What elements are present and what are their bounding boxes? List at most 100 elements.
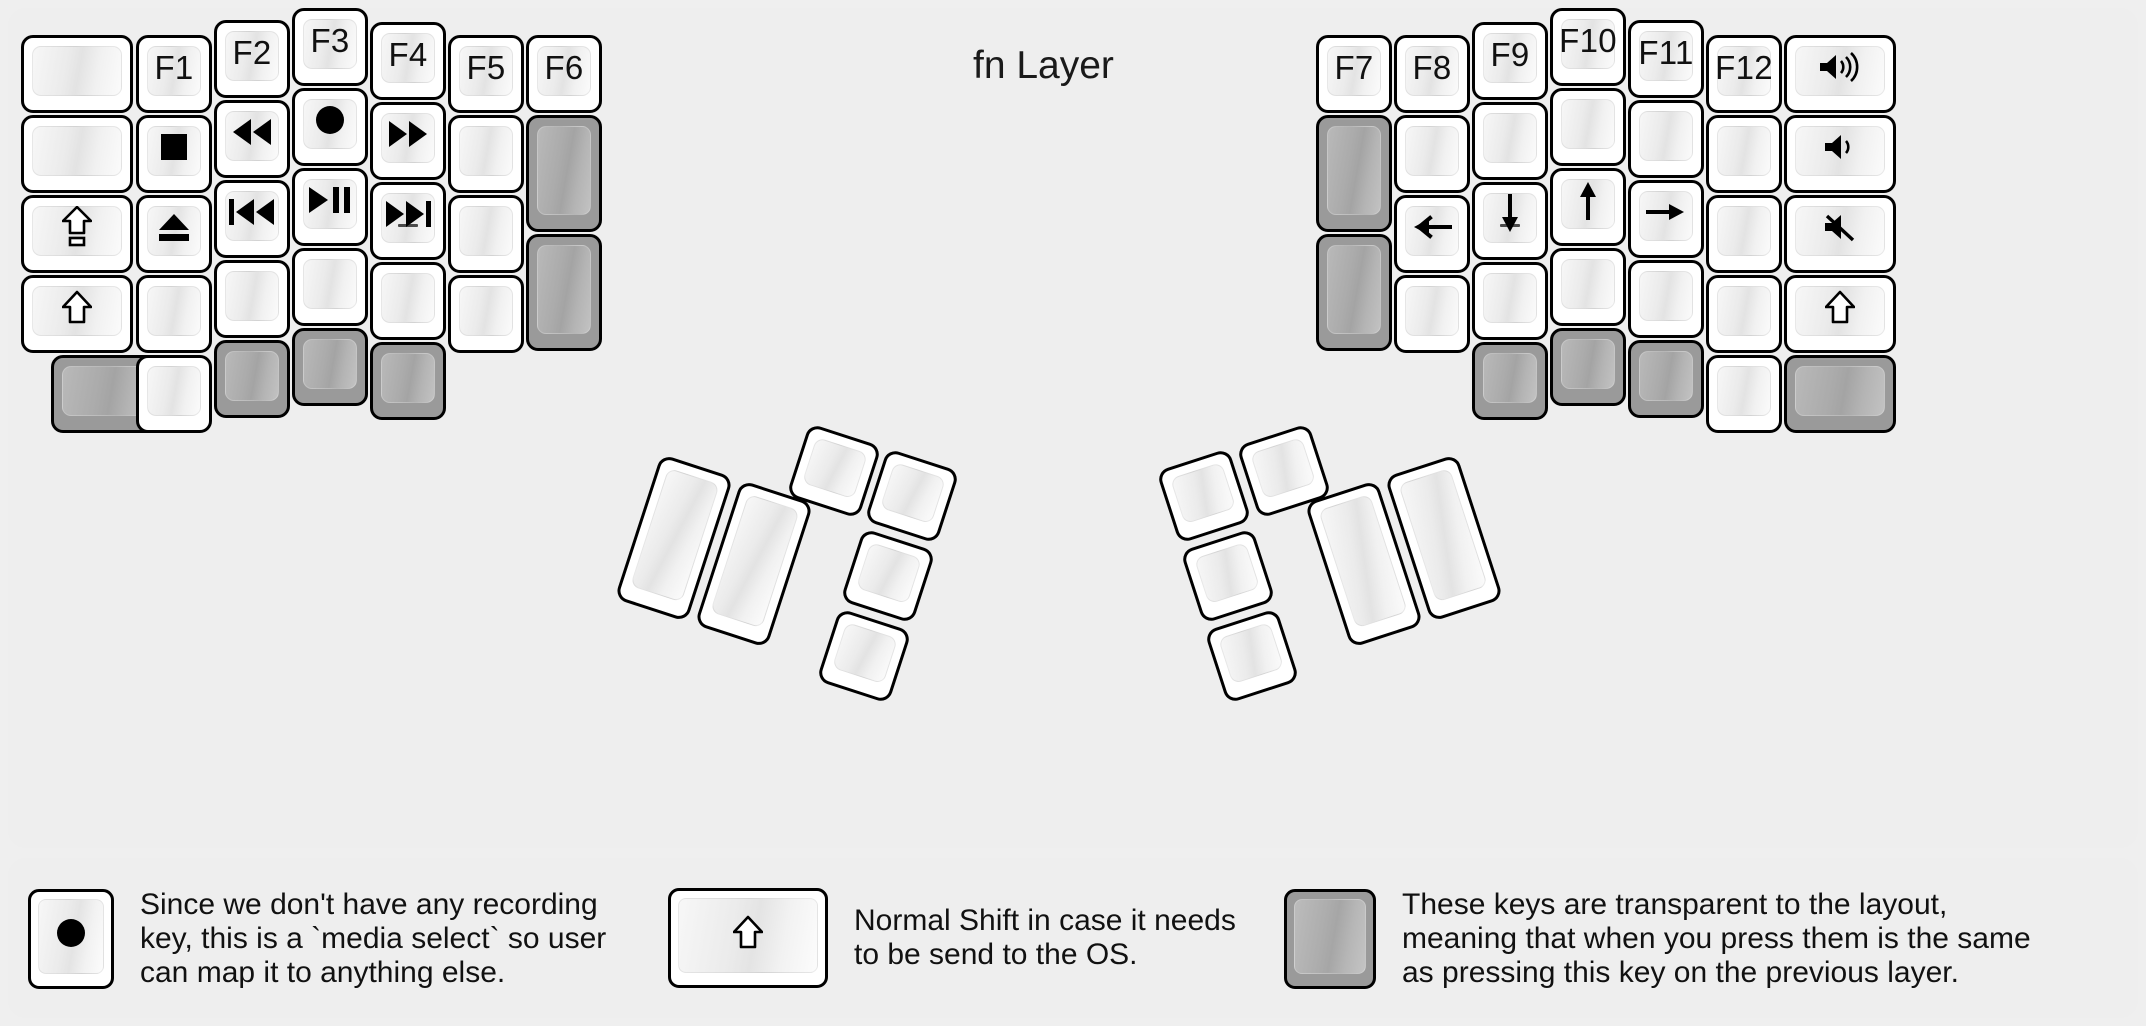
keycap-l1-r4[interactable]	[21, 275, 133, 353]
keycap-r4-r4[interactable]	[1550, 248, 1626, 326]
keycap-face	[1294, 899, 1366, 975]
keycap-r4-r5[interactable]	[1550, 328, 1626, 406]
keycap-l3-r1[interactable]: F2	[214, 20, 290, 98]
keycap-r6-r5[interactable]	[1706, 355, 1782, 433]
keycap-face	[303, 179, 357, 229]
keycap-r2-r1[interactable]: F8	[1394, 35, 1470, 113]
keycap-l5-r1[interactable]: F4	[370, 22, 446, 100]
keycap-face	[147, 206, 201, 256]
keycap-r5-r5[interactable]	[1628, 340, 1704, 418]
keycap-l6-r2[interactable]	[448, 115, 524, 193]
keycap-r5-r1[interactable]: F11	[1628, 20, 1704, 98]
keycap-underline-marker	[1500, 224, 1520, 227]
keycap-l4-r2[interactable]	[292, 88, 368, 166]
keycap-r6-r4[interactable]	[1706, 275, 1782, 353]
keycap-face	[225, 31, 279, 81]
keycap-face	[1639, 191, 1693, 241]
keycap-l2-r4[interactable]	[136, 275, 212, 353]
keycap-l1-r3[interactable]	[21, 195, 133, 273]
keycap-face	[1639, 111, 1693, 161]
keycap-r5-r3[interactable]	[1628, 180, 1704, 258]
keycap-r1-r2[interactable]	[1316, 115, 1392, 232]
keycap-l2-r5[interactable]	[136, 355, 212, 433]
keycap-r7-r2[interactable]	[1784, 115, 1896, 193]
keycap-l4-r5[interactable]	[292, 328, 368, 406]
keycap-l2-r2[interactable]	[136, 115, 212, 193]
keycap-l2-r1[interactable]: F1	[136, 35, 212, 113]
record-dot-icon	[31, 892, 111, 974]
keycap-l7-r1[interactable]: F6	[526, 35, 602, 113]
keycap-l3-r2[interactable]	[214, 100, 290, 178]
keycap-r3-r1[interactable]: F9	[1472, 22, 1548, 100]
legend-panel	[8, 858, 2138, 1018]
keycap-face	[855, 541, 923, 605]
legend-description: These keys are transparent to the layout…	[1402, 888, 2031, 990]
keycap-r5-r4[interactable]	[1628, 260, 1704, 338]
keycap-l2-r3[interactable]	[136, 195, 212, 273]
keycap-r4-r3[interactable]	[1550, 168, 1626, 246]
keycap-face	[1795, 286, 1885, 336]
keycap-l4-r1[interactable]: F3	[292, 8, 368, 86]
keycap-l3-r3[interactable]	[214, 180, 290, 258]
keycap-face	[1405, 286, 1459, 336]
keycap-r2-r4[interactable]	[1394, 275, 1470, 353]
keycap-face	[1795, 206, 1885, 256]
keycap-l1-r1[interactable]	[21, 35, 133, 113]
keycap-l7-r2[interactable]	[526, 115, 602, 232]
keycap-face	[303, 99, 357, 149]
keycap-r6-r3[interactable]	[1706, 195, 1782, 273]
keycap-r7-r1[interactable]	[1784, 35, 1896, 113]
keycap-r7-r4[interactable]	[1784, 275, 1896, 353]
keycap-l4-r4[interactable]	[292, 248, 368, 326]
keycap-face	[1169, 461, 1237, 525]
keycap-l3-r4[interactable]	[214, 260, 290, 338]
keycap-face	[1561, 339, 1615, 389]
keycap-l1-r2[interactable]	[21, 115, 133, 193]
keycap-face	[1327, 245, 1381, 334]
legend-description: Since we don't have any recording key, t…	[140, 888, 607, 990]
keycap-face	[1717, 286, 1771, 336]
keycap-r3-r3[interactable]	[1472, 182, 1548, 260]
keycap-face	[381, 193, 435, 243]
keycap-r2-r3[interactable]	[1394, 195, 1470, 273]
keycap-r3-r4[interactable]	[1472, 262, 1548, 340]
keycap-face	[1561, 99, 1615, 149]
keycap-l6-r3[interactable]	[448, 195, 524, 273]
keycap-face	[303, 19, 357, 69]
keycap-r2-r2[interactable]	[1394, 115, 1470, 193]
keycap-l5-r4[interactable]	[370, 262, 446, 340]
keycap-face	[1327, 46, 1381, 96]
keycap-r6-r2[interactable]	[1706, 115, 1782, 193]
keycap-face	[32, 286, 122, 336]
keycap-r3-r5[interactable]	[1472, 342, 1548, 420]
keycap-face	[303, 259, 357, 309]
keycap-r4-r1[interactable]: F10	[1550, 8, 1626, 86]
keycap-face	[1327, 126, 1381, 215]
shift-arrow-icon	[671, 891, 825, 973]
keycap-face	[1639, 271, 1693, 321]
keycap-l7-r3[interactable]	[526, 234, 602, 351]
keycap-l6-r1[interactable]: F5	[448, 35, 524, 113]
keycap-l5-r2[interactable]	[370, 102, 446, 180]
keycap-r1-r1[interactable]: F7	[1316, 35, 1392, 113]
keycap-r7-r3[interactable]	[1784, 195, 1896, 273]
keycap-l6-r4[interactable]	[448, 275, 524, 353]
legend-description: Normal Shift in case it needs to be send…	[854, 903, 1236, 971]
keycap-face	[381, 273, 435, 323]
keycap-l3-r5[interactable]	[214, 340, 290, 418]
keycap-l5-r5[interactable]	[370, 342, 446, 420]
keycap-face	[1405, 126, 1459, 176]
keycap-r5-r2[interactable]	[1628, 100, 1704, 178]
keycap-face	[225, 271, 279, 321]
keycap-face	[1639, 351, 1693, 401]
keycap-r3-r2[interactable]	[1472, 102, 1548, 180]
keycap-l4-r3[interactable]	[292, 168, 368, 246]
keycap-r1-r3[interactable]	[1316, 234, 1392, 351]
keycap-r4-r2[interactable]	[1550, 88, 1626, 166]
keycap-face	[147, 46, 201, 96]
keycap-r7-r5[interactable]	[1784, 355, 1896, 433]
keycap-r6-r1[interactable]: F12	[1706, 35, 1782, 113]
keycap-face	[831, 621, 899, 685]
keycap-l5-r3[interactable]	[370, 182, 446, 260]
